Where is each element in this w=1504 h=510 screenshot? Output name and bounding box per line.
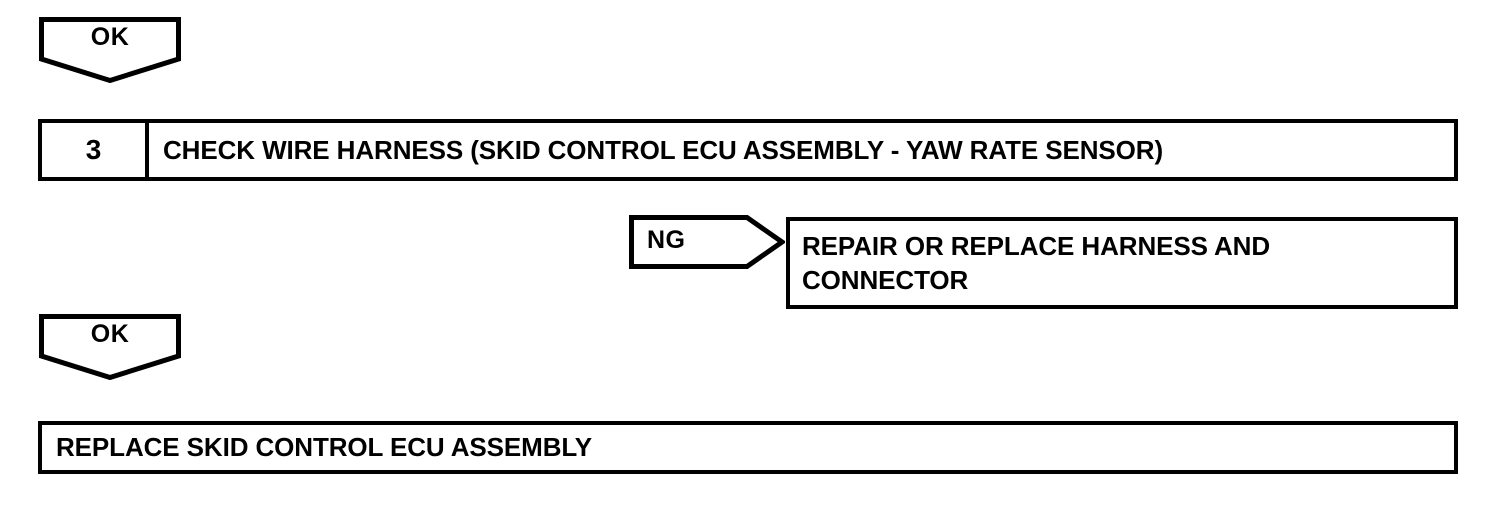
repair-result-line-1: REPAIR OR REPLACE HARNESS AND xyxy=(802,231,1271,261)
ok-label-2: OK xyxy=(90,320,130,348)
final-result-box: REPLACE SKID CONTROL ECU ASSEMBLY xyxy=(38,421,1458,474)
step-number-cell: 3 xyxy=(42,123,149,177)
ok-label-1: OK xyxy=(90,23,130,51)
step-title: CHECK WIRE HARNESS (SKID CONTROL ECU ASS… xyxy=(163,134,1164,165)
step-title-cell: CHECK WIRE HARNESS (SKID CONTROL ECU ASS… xyxy=(149,123,1454,177)
final-result-text: REPLACE SKID CONTROL ECU ASSEMBLY xyxy=(56,432,593,463)
step-number: 3 xyxy=(85,134,102,165)
ng-branch-arrow: NG xyxy=(629,215,785,269)
repair-result-line-2: CONNECTOR xyxy=(802,265,969,296)
ok-branch-arrow-2: OK xyxy=(39,314,181,380)
arrow-down-pentagon-icon xyxy=(39,314,181,380)
repair-result-box: REPAIR OR REPLACE HARNESS AND CONNECTOR xyxy=(786,217,1458,309)
ng-label: NG xyxy=(647,226,686,254)
step-3-box: 3 CHECK WIRE HARNESS (SKID CONTROL ECU A… xyxy=(38,119,1458,181)
arrow-down-pentagon-icon xyxy=(39,17,181,83)
arrow-right-chevron-icon xyxy=(629,215,785,269)
ok-branch-arrow-1: OK xyxy=(39,17,181,83)
